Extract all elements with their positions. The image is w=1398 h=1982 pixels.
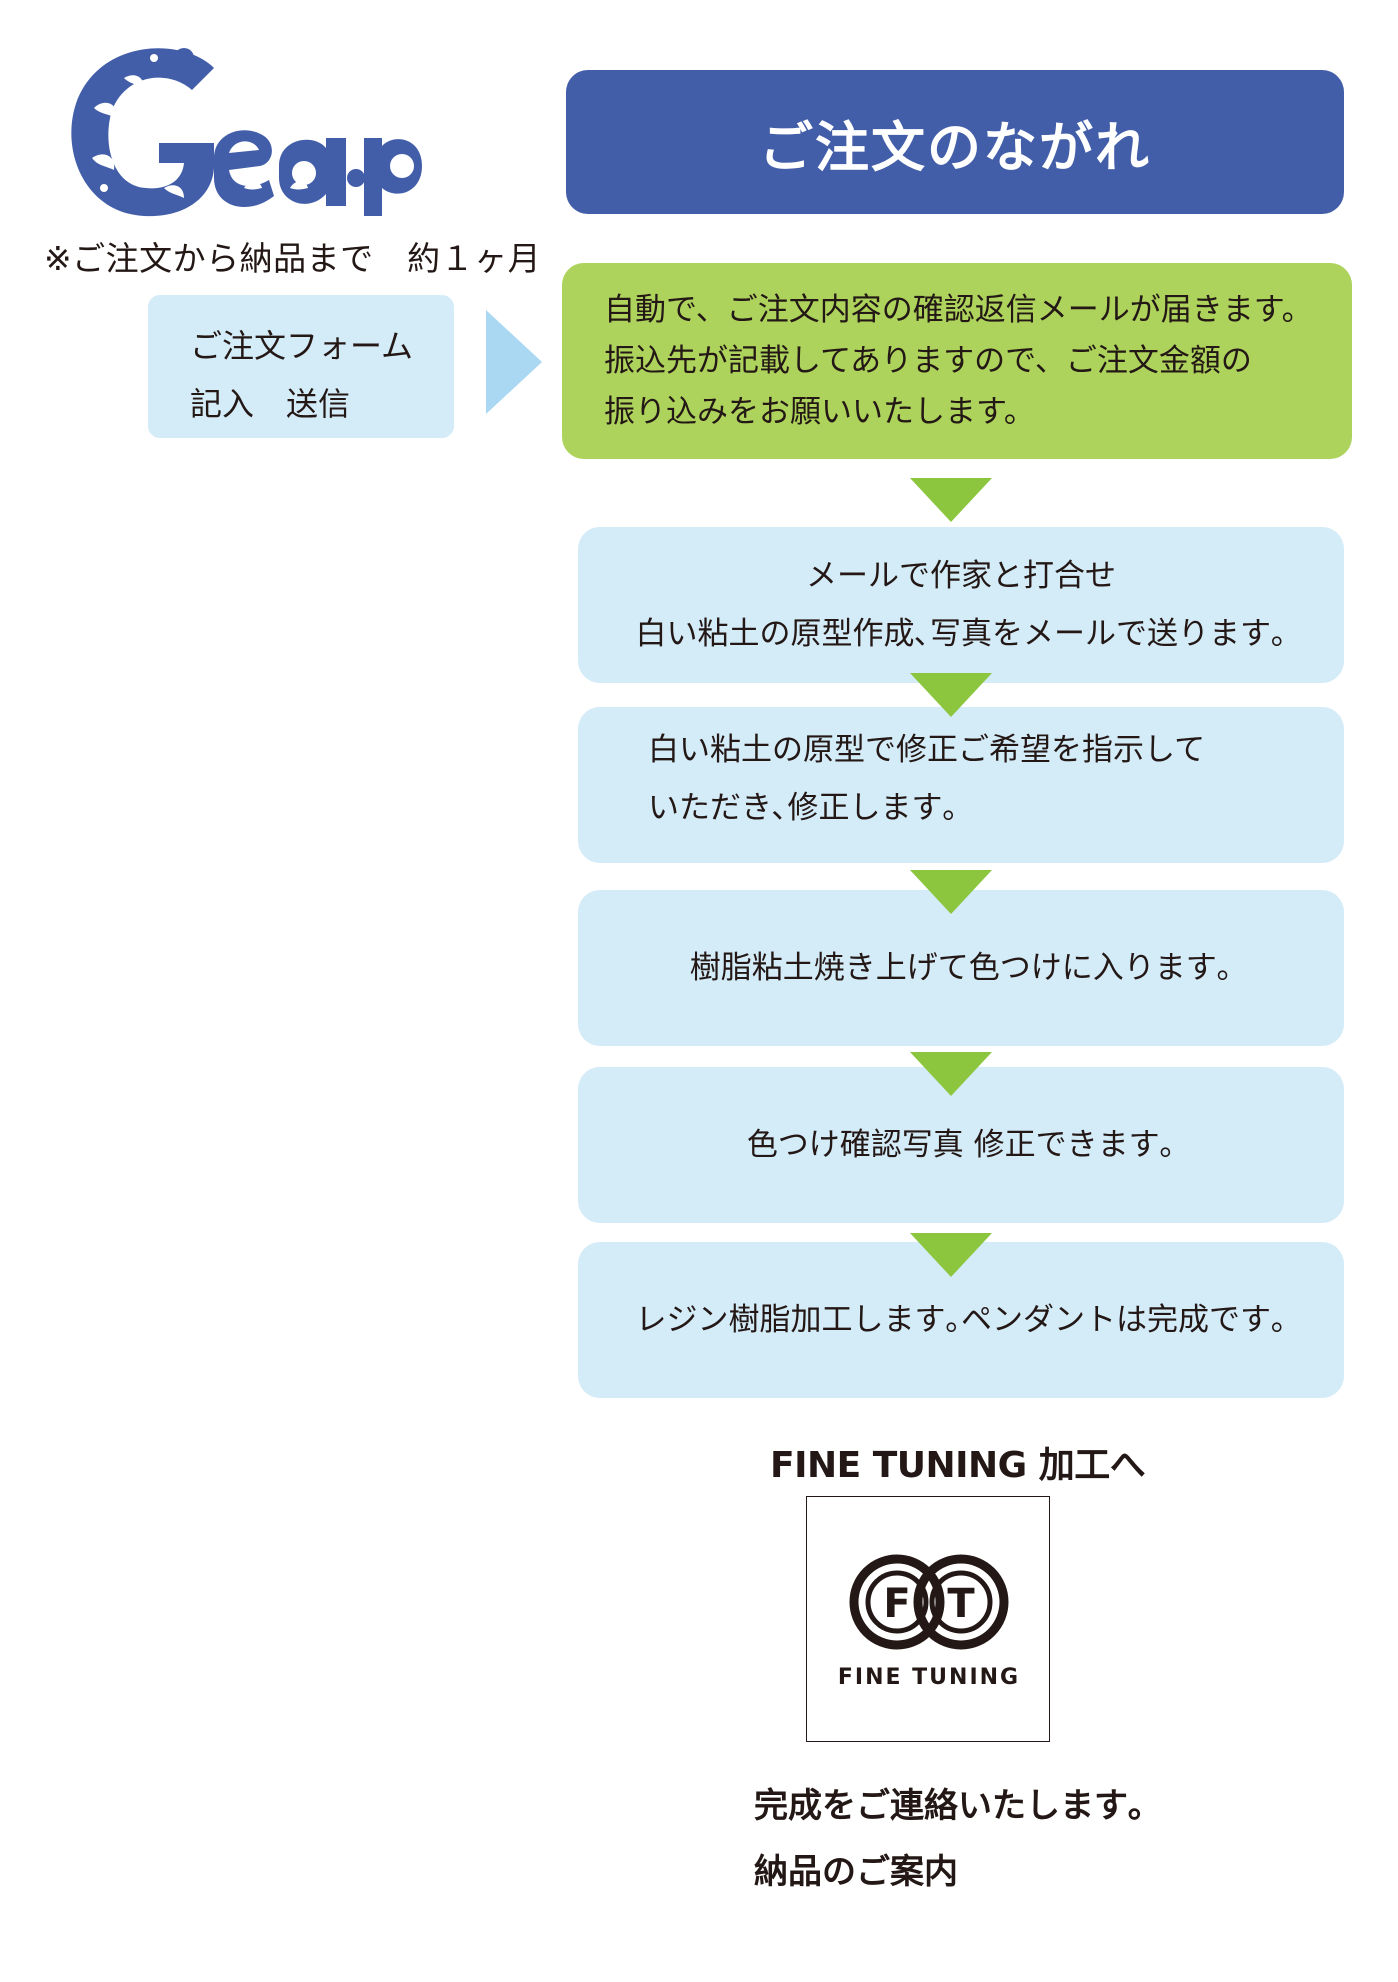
page-title: ご注文のながれ [566,70,1344,214]
step-box-2: 白い粘土の原型で修正ご希望を指示して いただき､修正します｡ [578,707,1344,863]
fine-tuning-heading: FINE TUNING 加工へ [770,1445,1146,1486]
order-form-line1: ご注文フォーム [190,327,414,365]
step-1-line2: 白い粘土の原型作成､写真をメールで送ります｡ [635,616,1287,652]
step-4-line1: 色つけ確認写真 修正できます｡ [746,1127,1176,1163]
step-box-1: メールで作家と打合せ 白い粘土の原型作成､写真をメールで送ります｡ [578,527,1344,683]
completion-line1: 完成をご連絡いたします｡ [754,1786,1145,1826]
auto-reply-line3: 振り込みをお願いいたします。 [604,394,1035,430]
auto-reply-line1: 自動で、ご注文内容の確認返信メールが届きます。 [604,292,1313,328]
step-3-line1: 樹脂粘土焼き上げて色つけに入ります｡ [689,950,1233,986]
fine-tuning-rings-icon: F T [849,1554,1009,1650]
fine-tuning-logo: F T FINE TUNING [806,1496,1050,1742]
down-arrow-icon [910,673,992,717]
fine-tuning-logo-label: FINE TUNING [837,1665,1021,1690]
step-box-4: 色つけ確認写真 修正できます｡ [578,1067,1344,1223]
step-2-line2: いただき､修正します｡ [648,790,958,826]
delivery-time-note: ※ご注文から納品まで 約１ヶ月 [44,239,542,278]
auto-reply-box: 自動で、ご注文内容の確認返信メールが届きます。 振込先が記載してありますので、ご… [562,263,1352,459]
down-arrow-icon [910,1052,992,1096]
gea-p-logo [71,48,422,217]
down-arrow-icon [910,1233,992,1277]
completion-line2: 納品のご案内 [754,1852,958,1892]
auto-reply-line2: 振込先が記載してありますので、ご注文金額の [604,343,1252,379]
step-box-3: 樹脂粘土焼き上げて色つけに入ります｡ [578,890,1344,1046]
right-arrow-icon [486,310,542,414]
step-1-line1: メールで作家と打合せ [806,558,1116,594]
fine-tuning-letter-f: F [883,1581,910,1627]
fine-tuning-letter-t: T [947,1581,975,1627]
order-form-box: ご注文フォーム 記入 送信 [148,295,454,438]
step-5-line1: レジン樹脂加工します｡ペンダントは完成です｡ [635,1302,1287,1338]
down-arrow-icon [910,870,992,914]
step-box-5: レジン樹脂加工します｡ペンダントは完成です｡ [578,1242,1344,1398]
down-arrow-icon [910,478,992,522]
step-2-line1: 白い粘土の原型で修正ご希望を指示して [648,732,1206,768]
order-form-line2: 記入 送信 [190,385,351,423]
